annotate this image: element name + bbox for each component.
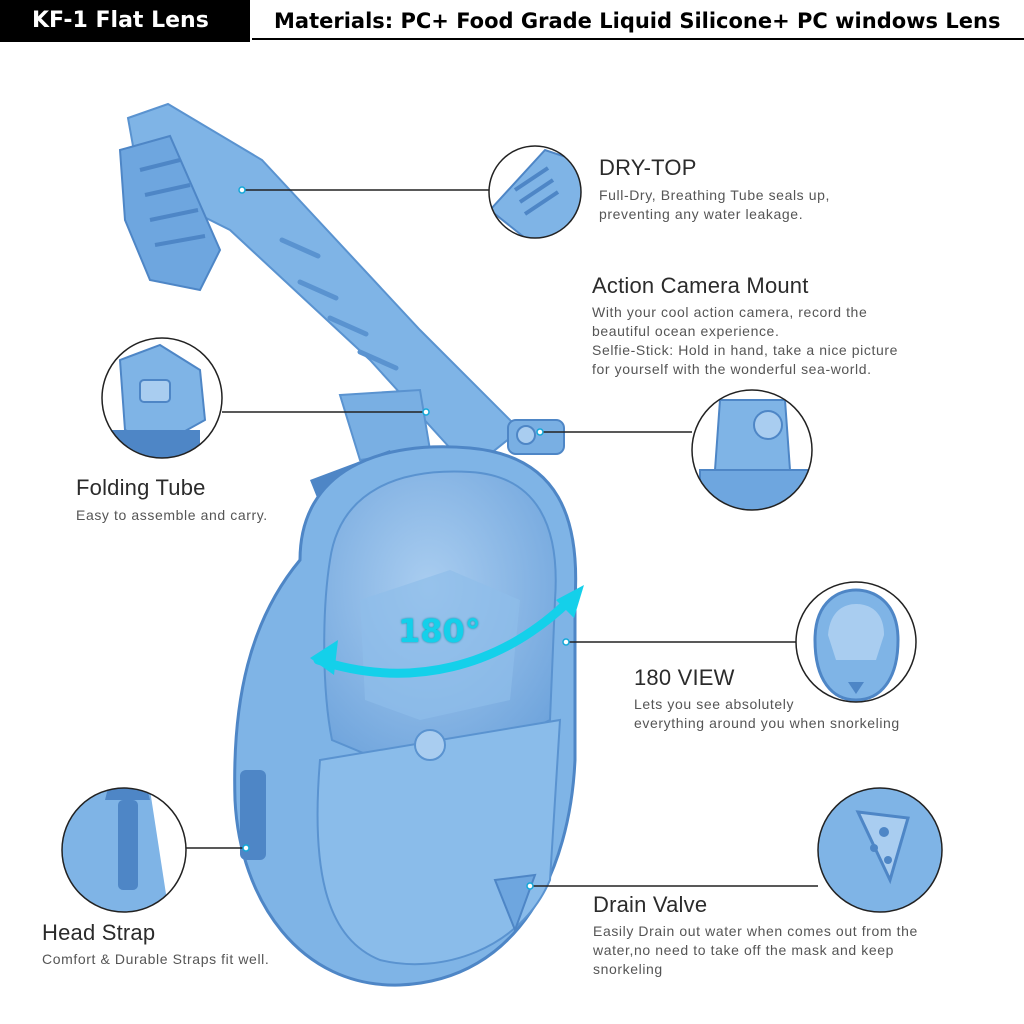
materials-title: Materials: PC+ Food Grade Liquid Silicon… (252, 0, 1024, 40)
camera-mount-knob (507, 419, 565, 455)
leader-lines (186, 189, 818, 887)
camera-mount-detail-image (691, 389, 813, 511)
drain-valve-description: Easily Drain out water when comes out fr… (593, 923, 918, 977)
folding-tube-title: Folding Tube (76, 475, 206, 500)
view-180-title: 180 VIEW (634, 665, 735, 690)
mask-body (233, 445, 578, 987)
dry-top-title: DRY-TOP (599, 155, 697, 180)
dry-top-detail-image (488, 145, 582, 239)
head-strap-description: Comfort & Durable Straps fit well. (42, 951, 270, 967)
folding-tube-detail-image (101, 337, 223, 459)
model-title: KF-1 Flat Lens (0, 0, 250, 42)
head-strap-title: Head Strap (42, 920, 156, 945)
drain-valve-detail-image (817, 787, 943, 913)
snorkel-tube (118, 102, 522, 472)
folding-tube-description: Easy to assemble and carry. (76, 507, 268, 523)
camera-mount-description: With your cool action camera, record the… (592, 304, 899, 377)
view-180-detail-image (795, 581, 917, 703)
head-strap-detail-image (61, 787, 187, 913)
view-angle-label: 180° (398, 612, 481, 650)
dry-top-description: Full-Dry, Breathing Tube seals up, preve… (599, 187, 831, 222)
view-180-description: Lets you see absolutely everything aroun… (634, 696, 900, 731)
drain-valve-title: Drain Valve (593, 892, 708, 917)
camera-mount-title: Action Camera Mount (592, 273, 809, 298)
view-angle-arrow (313, 595, 575, 678)
